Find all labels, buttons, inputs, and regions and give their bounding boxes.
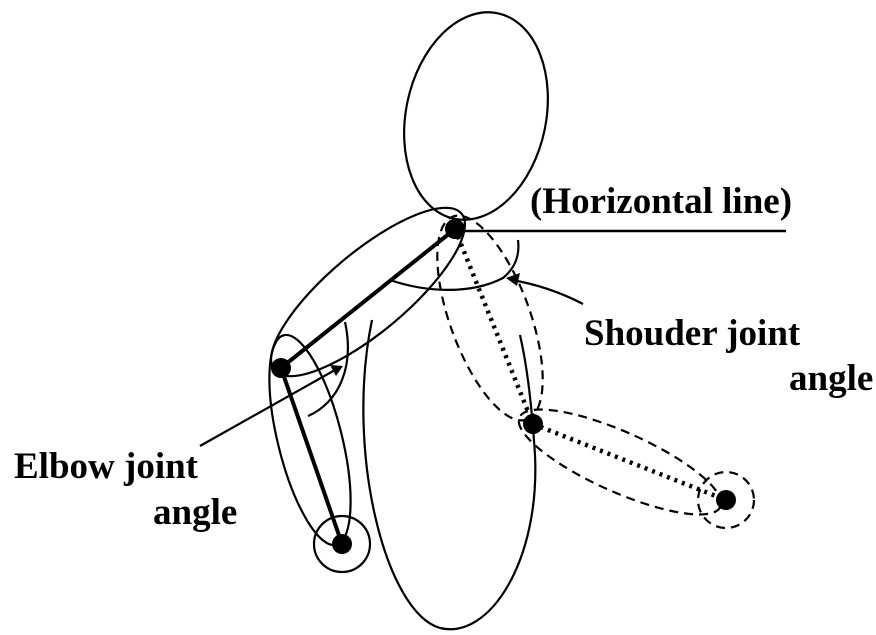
elbow-angle-label-line2: angle [153,492,237,533]
raised-upper-arm-segment [455,229,533,424]
torso-outline [363,320,535,629]
raised-forearm-outline [507,390,732,534]
raised-forearm-segment [533,424,726,500]
shoulder-joint [445,219,465,239]
wrist-joint [332,534,352,554]
elbow-joint [271,358,291,378]
elbow-pointer-line [200,370,335,446]
raised-elbow-joint [523,414,543,434]
raised-wrist-joint [716,490,736,510]
raised-upper-arm-outline [415,203,564,433]
shoulder-angle-label-line1: Shouder joint [584,313,801,354]
shoulder-angle-label-line2: angle [789,358,873,399]
shoulder-pointer-arrowhead [506,273,520,286]
horizontal-line-label: (Horizontal line) [530,181,792,222]
elbow-angle-label-line1: Elbow joint [14,446,199,487]
elbow-angle-arc [308,322,348,416]
forearm-outline [253,327,367,552]
